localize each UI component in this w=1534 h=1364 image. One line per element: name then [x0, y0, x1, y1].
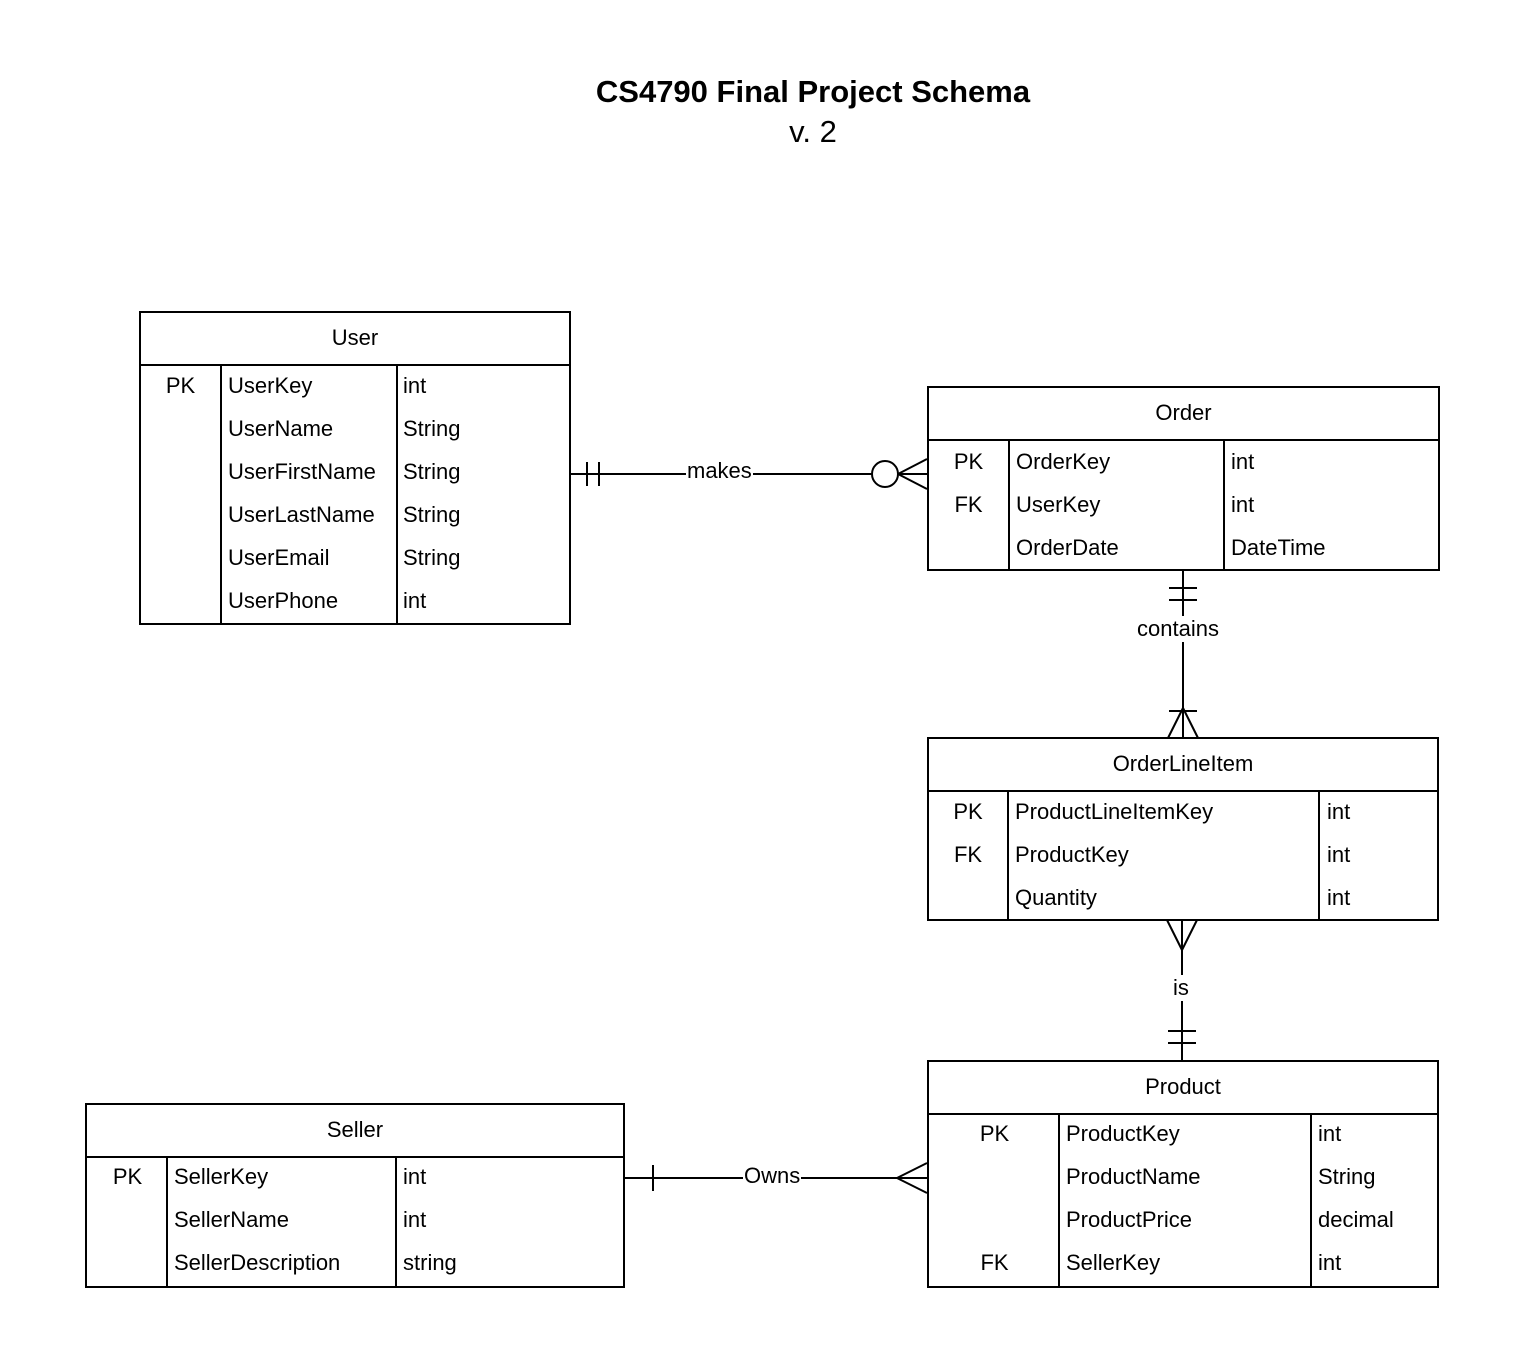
is-crow-foot-left — [1166, 919, 1183, 951]
entity-orderlineitem-name: OrderLineItem — [929, 739, 1437, 792]
entity-orderlineitem: OrderLineItem PK ProductLineItemKey int … — [927, 737, 1439, 921]
relationship-label-makes: makes — [686, 458, 753, 484]
order-row-2-field: UserKey — [1016, 492, 1101, 517]
product-row-1-key: PK — [979, 1121, 1010, 1146]
diagram-title: CS4790 Final Project Schema — [595, 74, 1031, 109]
entity-product-divider-key — [1058, 1115, 1060, 1286]
seller-row-1-key: PK — [112, 1164, 143, 1189]
user-row-4-type: String — [403, 502, 461, 527]
seller-row-1-type: int — [403, 1164, 427, 1189]
user-row-1-key: PK — [165, 373, 196, 398]
contains-crow-foot-right — [1182, 707, 1199, 739]
order-row-3-field: OrderDate — [1016, 535, 1119, 560]
user-row-4-field: UserLastName — [228, 502, 375, 527]
order-row-1-key: PK — [953, 449, 984, 474]
order-row-2-type: int — [1231, 492, 1255, 517]
user-row-5-type: String — [403, 545, 461, 570]
entity-order-name: Order — [929, 388, 1438, 441]
owns-crow-foot-top — [896, 1162, 928, 1179]
order-row-1-field: OrderKey — [1016, 449, 1111, 474]
user-row-6-type: int — [403, 588, 427, 613]
owns-crow-foot-bottom — [896, 1177, 928, 1194]
makes-zero-circle — [871, 460, 899, 488]
entity-seller-divider-key — [166, 1158, 168, 1286]
entity-order-divider-type — [1223, 441, 1225, 569]
product-row-4-key: FK — [980, 1250, 1009, 1275]
user-row-1-type: int — [403, 373, 427, 398]
user-row-2-type: String — [403, 416, 461, 441]
entity-orderlineitem-divider-type — [1318, 792, 1320, 919]
relationship-label-owns: Owns — [743, 1163, 802, 1189]
orderlineitem-row-1-key: PK — [953, 799, 983, 824]
entity-order-divider-key — [1008, 441, 1010, 569]
orderlineitem-row-3-field: Quantity — [1015, 885, 1097, 910]
contains-crow-foot-left — [1167, 707, 1184, 739]
entity-product-divider-type — [1310, 1115, 1312, 1286]
seller-row-3-field: SellerDescription — [174, 1250, 341, 1275]
product-row-3-field: ProductPrice — [1066, 1207, 1192, 1232]
is-crow-foot-right — [1181, 919, 1198, 951]
product-row-3-type: decimal — [1318, 1207, 1394, 1232]
orderlineitem-row-3-type: int — [1327, 885, 1351, 910]
orderlineitem-row-2-key: FK — [953, 842, 983, 867]
product-row-1-field: ProductKey — [1066, 1121, 1180, 1146]
orderlineitem-row-2-field: ProductKey — [1015, 842, 1129, 867]
order-row-2-key: FK — [954, 492, 983, 517]
user-row-6-field: UserPhone — [228, 588, 339, 613]
product-row-4-type: int — [1318, 1250, 1342, 1275]
relationship-label-contains: contains — [1136, 616, 1220, 642]
order-row-1-type: int — [1231, 449, 1255, 474]
order-row-3-type: DateTime — [1231, 535, 1326, 560]
relationship-label-is: is — [1172, 975, 1190, 1001]
user-row-3-type: String — [403, 459, 461, 484]
seller-row-1-field: SellerKey — [174, 1164, 269, 1189]
user-row-2-field: UserName — [228, 416, 334, 441]
orderlineitem-row-1-field: ProductLineItemKey — [1015, 799, 1214, 824]
makes-crow-foot-top — [897, 458, 928, 475]
makes-crow-foot-bottom — [897, 473, 928, 490]
seller-row-2-type: int — [403, 1207, 427, 1232]
user-row-5-field: UserEmail — [228, 545, 330, 570]
orderlineitem-row-2-type: int — [1327, 842, 1351, 867]
entity-orderlineitem-divider-key — [1007, 792, 1009, 919]
entity-product-name: Product — [929, 1062, 1437, 1115]
product-row-4-field: SellerKey — [1066, 1250, 1161, 1275]
entity-order: Order PK OrderKey int FK UserKey int Ord… — [927, 386, 1440, 571]
seller-row-2-field: SellerName — [174, 1207, 289, 1232]
seller-row-3-type: string — [403, 1250, 457, 1275]
product-row-1-type: int — [1318, 1121, 1342, 1146]
entity-product: Product PK ProductKey int ProductName St… — [927, 1060, 1439, 1288]
product-row-2-type: String — [1318, 1164, 1376, 1189]
product-row-2-field: ProductName — [1066, 1164, 1201, 1189]
user-row-3-field: UserFirstName — [228, 459, 376, 484]
entity-seller-divider-type — [395, 1158, 397, 1286]
entity-seller-name: Seller — [87, 1105, 623, 1158]
entity-seller: Seller PK SellerKey int SellerName int S… — [85, 1103, 625, 1288]
orderlineitem-row-1-type: int — [1327, 799, 1351, 824]
entity-user-name: User — [141, 313, 569, 366]
user-row-1-field: UserKey — [228, 373, 313, 398]
entity-user: User PK UserKey int UserName String User… — [139, 311, 571, 625]
entity-user-divider-type — [396, 366, 398, 623]
diagram-version: v. 2 — [789, 114, 837, 149]
entity-user-divider-key — [220, 366, 222, 623]
